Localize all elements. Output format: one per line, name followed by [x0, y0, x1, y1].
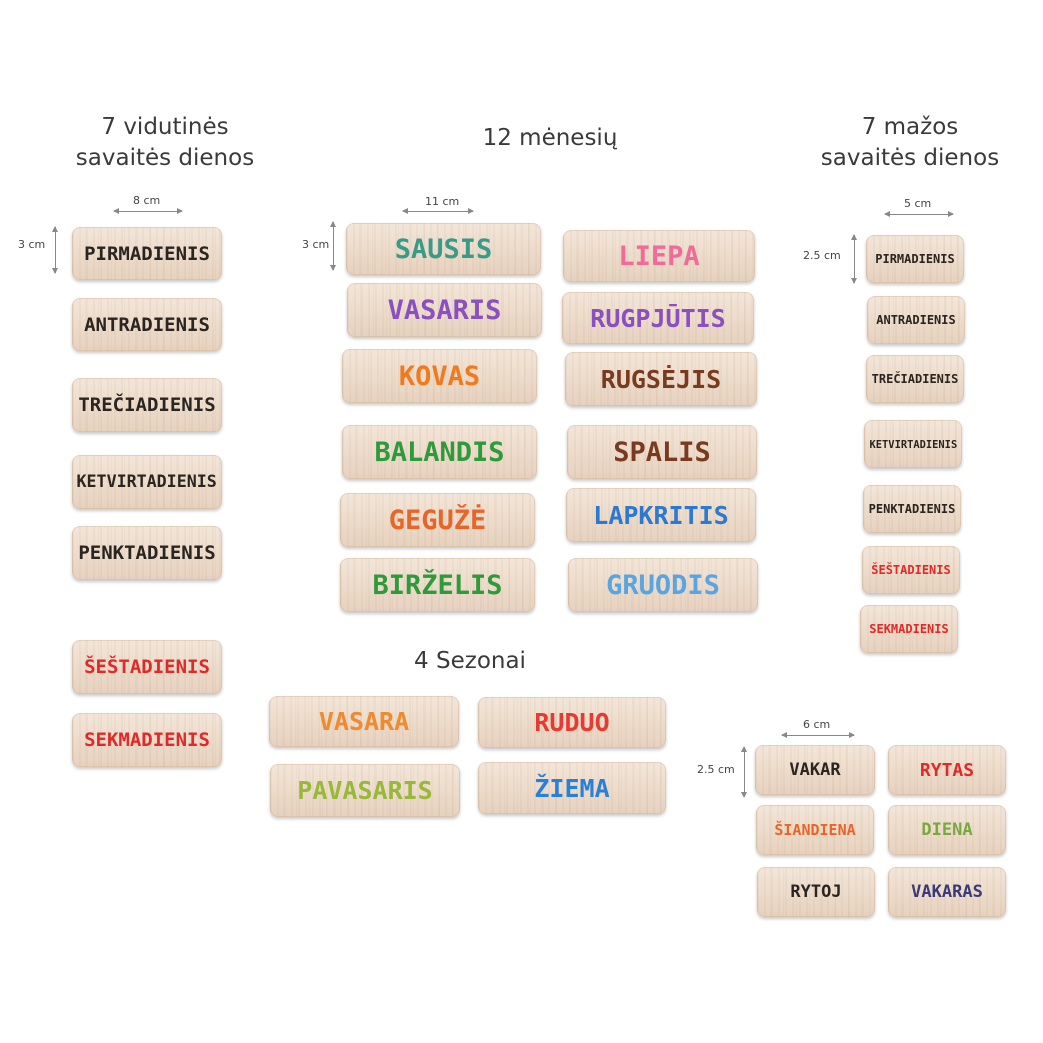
season-label: VASARA [318, 707, 410, 736]
time-tile[interactable]: VAKAR [755, 745, 875, 795]
month-label: RUGSĖJIS [600, 364, 722, 394]
time-tile[interactable]: RYTAS [888, 745, 1006, 795]
month-tile[interactable]: BALANDIS [342, 425, 537, 479]
month-tile[interactable]: SPALIS [567, 425, 757, 479]
small-day-tile[interactable]: TREČIADIENIS [866, 355, 964, 403]
medium-day-label: PENKTADIENIS [78, 542, 216, 564]
small-width-label: 5 cm [904, 197, 932, 210]
medium-days-heading: 7 vidutinės savaitės dienos [60, 112, 270, 174]
month-label: GEGUŽĖ [388, 504, 487, 536]
small-day-label: PIRMADIENIS [875, 252, 955, 266]
small-height-label: 2.5 cm [803, 249, 841, 262]
medium-day-tile[interactable]: TREČIADIENIS [72, 378, 222, 432]
medium-day-tile[interactable]: KETVIRTADIENIS [72, 455, 222, 509]
small-day-label: KETVIRTADIENIS [869, 437, 957, 451]
small-days-heading: 7 mažos savaitės dienos [805, 112, 1015, 174]
small-width-arrow [884, 211, 954, 217]
month-label: LIEPA [618, 240, 700, 272]
medium-day-label: TREČIADIENIS [78, 394, 216, 416]
time-label: ŠIANDIENA [774, 821, 856, 839]
small-day-tile[interactable]: ŠEŠTADIENIS [862, 546, 960, 594]
small-day-label: ŠEŠTADIENIS [871, 563, 951, 577]
medium-day-tile[interactable]: ANTRADIENIS [72, 298, 222, 351]
small-day-label: ANTRADIENIS [876, 313, 956, 327]
season-tile[interactable]: PAVASARIS [270, 764, 460, 817]
season-label: RUDUO [534, 708, 610, 737]
months-heading: 12 mėnesių [482, 125, 618, 151]
time-width-label: 6 cm [803, 718, 831, 731]
medium-day-tile[interactable]: SEKMADIENIS [72, 713, 222, 767]
season-tile[interactable]: ŽIEMA [478, 762, 666, 814]
small-day-label: TREČIADIENIS [871, 372, 959, 386]
time-tile[interactable]: DIENA [888, 805, 1006, 855]
month-tile[interactable]: GRUODIS [568, 558, 758, 612]
month-tile[interactable]: KOVAS [342, 349, 537, 403]
time-width-arrow [781, 732, 855, 738]
month-tile[interactable]: BIRŽELIS [340, 558, 535, 612]
month-width-label: 11 cm [425, 195, 460, 208]
medium-day-label: ANTRADIENIS [84, 313, 210, 336]
month-label: RUGPJŪTIS [590, 303, 726, 333]
time-label: VAKAR [789, 760, 841, 780]
medium-days-heading-line1: 7 vidutinės [101, 114, 229, 140]
time-label: VAKARAS [911, 882, 983, 902]
month-tile[interactable]: SAUSIS [346, 223, 541, 275]
month-label: KOVAS [398, 360, 481, 392]
small-days-heading-line1: 7 mažos [861, 114, 959, 140]
small-day-tile[interactable]: KETVIRTADIENIS [864, 420, 962, 468]
time-label: RYTAS [919, 759, 975, 781]
month-label: BALANDIS [374, 436, 505, 468]
time-tile[interactable]: RYTOJ [757, 867, 875, 917]
small-day-tile[interactable]: PIRMADIENIS [866, 235, 964, 283]
time-tile[interactable]: ŠIANDIENA [756, 805, 874, 855]
medium-day-tile[interactable]: ŠEŠTADIENIS [72, 640, 222, 694]
month-label: VASARIS [387, 294, 502, 326]
medium-day-tile[interactable]: PIRMADIENIS [72, 227, 222, 280]
small-day-tile[interactable]: PENKTADIENIS [863, 485, 961, 533]
medium-days-heading-line2: savaitės dienos [75, 145, 255, 171]
medium-width-arrow [113, 208, 183, 214]
month-label: LAPKRITIS [593, 500, 729, 530]
time-label: RYTOJ [790, 882, 842, 902]
month-tile[interactable]: LAPKRITIS [566, 488, 756, 542]
time-label: DIENA [921, 820, 973, 840]
season-label: ŽIEMA [534, 773, 610, 803]
month-label: SAUSIS [394, 233, 493, 265]
medium-day-label: SEKMADIENIS [84, 729, 210, 751]
medium-day-label: ŠEŠTADIENIS [84, 656, 210, 678]
month-height-label: 3 cm [302, 238, 330, 251]
season-tile[interactable]: VASARA [269, 696, 459, 747]
small-day-label: PENKTADIENIS [868, 502, 956, 516]
medium-width-label: 8 cm [133, 194, 161, 207]
month-width-arrow [402, 208, 474, 214]
medium-day-tile[interactable]: PENKTADIENIS [72, 526, 222, 580]
medium-day-label: KETVIRTADIENIS [76, 472, 218, 492]
month-tile[interactable]: LIEPA [563, 230, 755, 282]
season-label: PAVASARIS [297, 776, 433, 805]
small-height-arrow [851, 234, 857, 284]
medium-day-label: PIRMADIENIS [84, 242, 210, 265]
medium-height-label: 3 cm [18, 238, 46, 251]
small-day-tile[interactable]: ANTRADIENIS [867, 296, 965, 344]
month-tile[interactable]: RUGSĖJIS [565, 352, 757, 406]
seasons-heading: 4 Sezonai [414, 648, 526, 674]
month-tile[interactable]: VASARIS [347, 283, 542, 337]
medium-height-arrow [52, 226, 58, 274]
month-tile[interactable]: RUGPJŪTIS [562, 292, 754, 344]
time-tile[interactable]: VAKARAS [888, 867, 1006, 917]
month-label: SPALIS [613, 436, 711, 468]
month-height-arrow [330, 221, 336, 271]
small-day-tile[interactable]: SEKMADIENIS [860, 605, 958, 653]
time-height-arrow [741, 746, 747, 798]
month-label: GRUODIS [606, 569, 720, 601]
season-tile[interactable]: RUDUO [478, 697, 666, 748]
small-day-label: SEKMADIENIS [869, 622, 949, 636]
time-height-label: 2.5 cm [697, 763, 735, 776]
small-days-heading-line2: savaitės dienos [820, 145, 1000, 171]
month-label: BIRŽELIS [372, 569, 503, 601]
month-tile[interactable]: GEGUŽĖ [340, 493, 535, 547]
